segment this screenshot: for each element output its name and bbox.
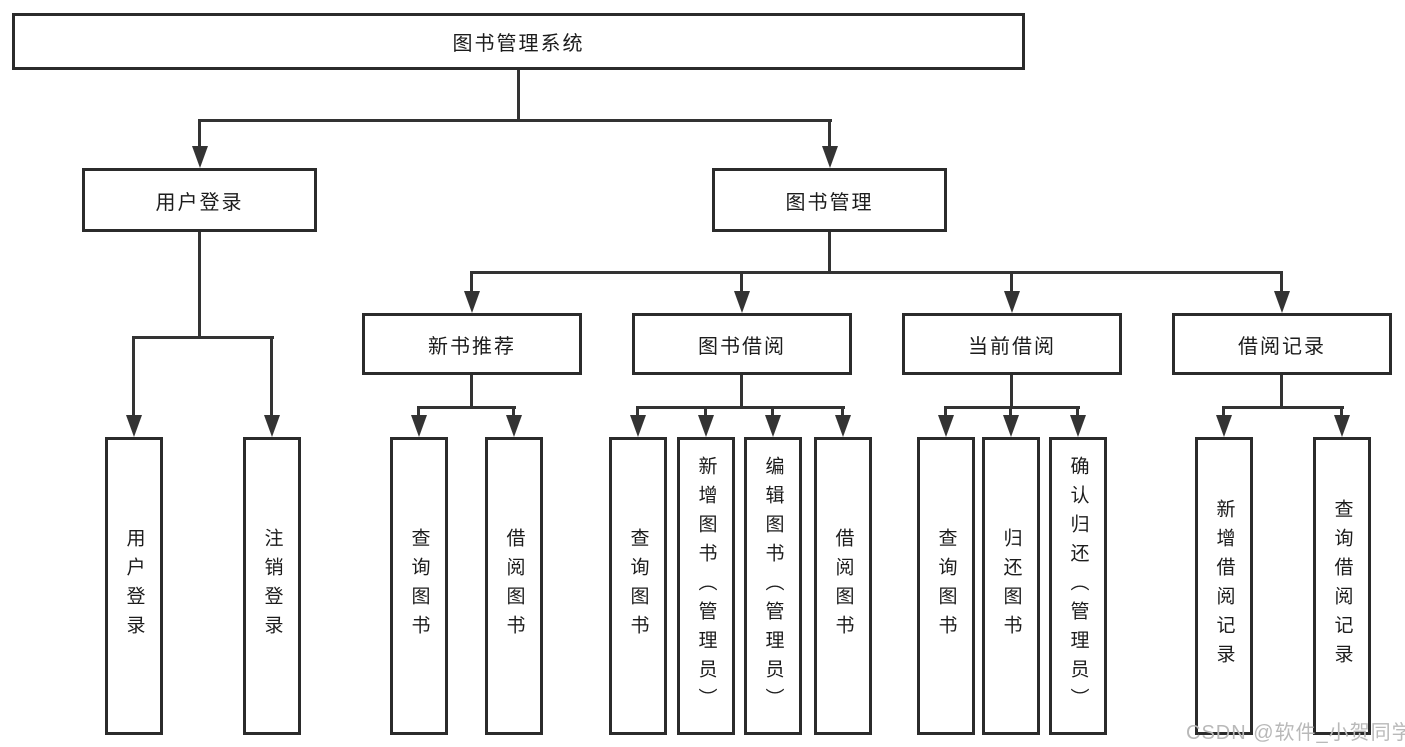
leaf-borrow-books-recommend-label: 借阅图书 [503,528,525,644]
node-current-borrowing-label: 当前借阅 [968,335,1056,358]
connector-drop-nb-query [417,406,420,417]
leaf-return-book: 归还图书 [982,437,1040,735]
node-book-borrowing-label: 图书借阅 [698,335,786,358]
arrowhead-nb-borrow [506,415,522,437]
connector-level3-branch [471,271,1283,274]
arrowhead-book-management [822,146,838,168]
connector-new-book-branch [417,406,516,409]
arrowhead-nb-query [411,415,427,437]
arrowhead-cb-return [1003,415,1019,437]
connector-drop-cb-return [1009,406,1012,417]
arrowhead-br-add [1216,415,1232,437]
leaf-borrow-books-recommend: 借阅图书 [485,437,543,735]
connector-current-borrowing-stem [1010,375,1013,409]
connector-drop-leaf-logout [270,336,273,416]
leaf-borrow-books-borrowing: 借阅图书 [814,437,872,735]
node-library-system-label: 图书管理系统 [452,33,585,55]
node-book-borrowing: 图书借阅 [632,313,852,375]
connector-current-borrowing-branch [944,406,1080,409]
arrowhead-bb-add [698,415,714,437]
arrowhead-cb-confirm [1070,415,1086,437]
arrowhead-cb-query [938,415,954,437]
arrowhead-leaf-logout [264,415,280,437]
leaf-borrow-books-borrowing-label: 借阅图书 [832,528,854,644]
arrowhead-borrowing-records [1274,291,1290,313]
watermark: CSDN @软件_小贺同学 [1186,722,1405,744]
arrowhead-leaf-login [126,415,142,437]
leaf-query-books-recommend-label: 查询图书 [408,528,430,644]
leaf-query-books-current-label: 查询图书 [935,528,957,644]
leaf-add-book-admin: 新增图书（管理员） [677,437,735,735]
leaf-query-borrow-record-label: 查询借阅记录 [1331,499,1353,673]
node-book-management: 图书管理 [712,168,947,232]
leaf-edit-book-admin: 编辑图书（管理员） [744,437,802,735]
node-book-management-label: 图书管理 [785,191,874,214]
connector-drop-user-login [198,119,201,147]
connector-drop-br-add [1222,406,1225,417]
node-borrowing-records-label: 借阅记录 [1238,335,1326,358]
arrowhead-bb-query [630,415,646,437]
leaf-user-login-label: 用户登录 [123,528,145,644]
connector-user-login-branch [132,336,274,339]
node-user-login: 用户登录 [82,168,317,232]
connector-drop-cb-confirm [1076,406,1079,417]
connector-user-login-stem [198,232,201,339]
connector-drop-borrowing-records [1280,271,1283,293]
leaf-return-book-label: 归还图书 [1000,528,1022,644]
leaf-query-books-recommend: 查询图书 [390,437,448,735]
arrowhead-new-book [464,291,480,313]
leaf-add-borrow-record: 新增借阅记录 [1195,437,1253,735]
connector-book-borrowing-stem [740,375,743,409]
leaf-user-login: 用户登录 [105,437,163,735]
connector-level2-branch [198,119,832,122]
connector-borrowing-records-stem [1280,375,1283,409]
leaf-confirm-return-admin: 确认归还（管理员） [1049,437,1107,735]
node-new-book-recommend: 新书推荐 [362,313,582,375]
leaf-query-books-borrowing: 查询图书 [609,437,667,735]
node-borrowing-records: 借阅记录 [1172,313,1392,375]
connector-drop-book-management [828,119,831,147]
connector-drop-bb-borrow [841,406,844,417]
arrowhead-user-login [192,146,208,168]
leaf-add-book-admin-label: 新增图书（管理员） [695,455,717,717]
connector-drop-cb-query [944,406,947,417]
node-user-login-label: 用户登录 [155,191,244,214]
leaf-logout: 注销登录 [243,437,301,735]
connector-root-stem [517,70,520,122]
connector-drop-nb-borrow [512,406,515,417]
connector-drop-new-book [470,271,473,293]
connector-drop-book-borrowing [740,271,743,293]
connector-drop-bb-add [704,406,707,417]
leaf-query-borrow-record: 查询借阅记录 [1313,437,1371,735]
leaf-query-books-borrowing-label: 查询图书 [627,528,649,644]
connector-new-book-stem [470,375,473,409]
node-current-borrowing: 当前借阅 [902,313,1122,375]
connector-borrowing-records-branch [1222,406,1344,409]
connector-book-borrowing-branch [636,406,845,409]
arrowhead-book-borrowing [734,291,750,313]
leaf-add-borrow-record-label: 新增借阅记录 [1213,499,1235,673]
leaf-edit-book-admin-label: 编辑图书（管理员） [762,455,784,717]
leaf-confirm-return-admin-label: 确认归还（管理员） [1067,455,1089,717]
arrowhead-bb-edit [765,415,781,437]
connector-book-management-stem [828,232,831,274]
leaf-logout-label: 注销登录 [261,528,283,644]
connector-drop-bb-query [636,406,639,417]
connector-drop-bb-edit [771,406,774,417]
node-new-book-recommend-label: 新书推荐 [428,335,516,358]
leaf-query-books-current: 查询图书 [917,437,975,735]
arrowhead-br-query [1334,415,1350,437]
arrowhead-bb-borrow [835,415,851,437]
connector-drop-br-query [1340,406,1343,417]
connector-drop-current-borrowing [1010,271,1013,293]
arrowhead-current-borrowing [1004,291,1020,313]
connector-drop-leaf-login [132,336,135,416]
node-library-system: 图书管理系统 [12,13,1025,70]
